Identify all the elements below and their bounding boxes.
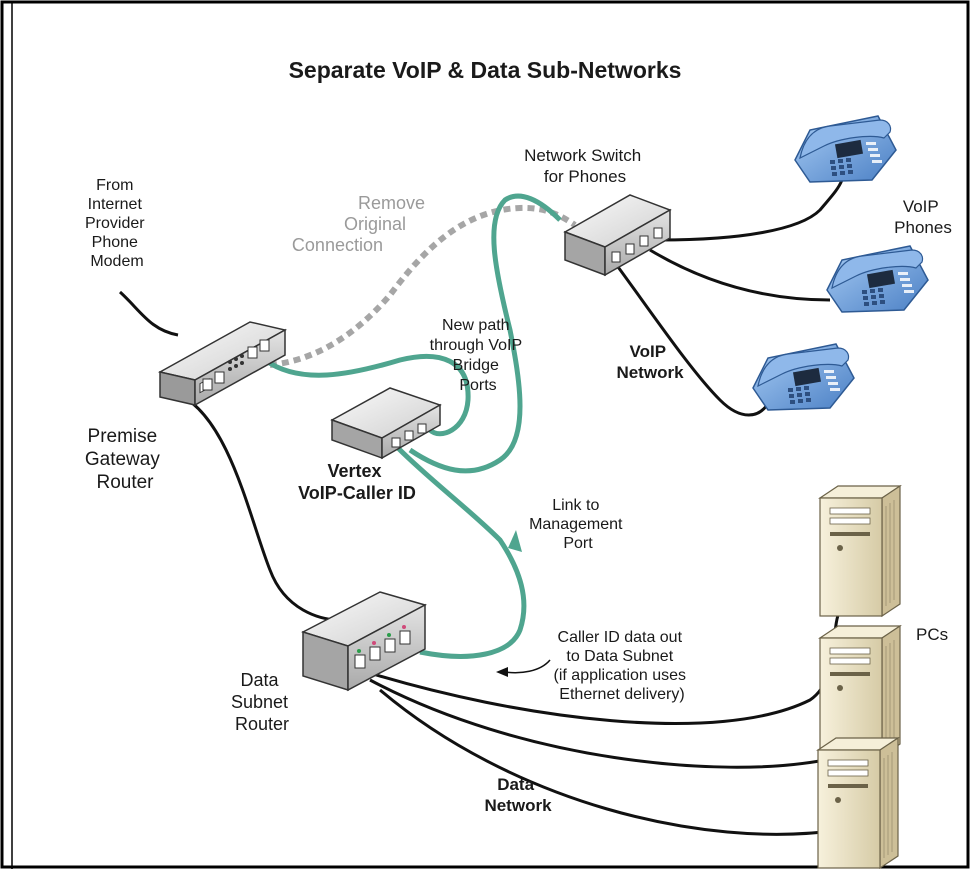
router-icon: [157, 321, 288, 407]
gateway-router-label: Premise Gateway Router: [85, 426, 165, 493]
switch-to-phone1-cable: [659, 179, 844, 242]
remove-connection-label: Remove Original Connection: [292, 193, 430, 255]
vertex-device-label: Vertex VoIP-Caller ID: [298, 461, 416, 503]
pcs-label: PCs: [916, 625, 948, 644]
gateway-to-data-router-cable: [179, 393, 341, 622]
switch-to-phone3-cable: [608, 255, 772, 417]
pc-tower-icon: [819, 485, 901, 617]
network-switch-label: Network Switch for Phones: [524, 146, 646, 186]
voip-network-label: VoIP Network: [616, 342, 684, 382]
removed-connection-path: [269, 204, 577, 368]
data-router-to-pc2-cable: [369, 678, 826, 769]
voip-phones-label: VoIP Phones: [894, 197, 952, 237]
new-path-label: New path through VoIP Bridge Ports: [430, 317, 527, 394]
caller-id-arrow: [504, 659, 551, 674]
data-router-icon: [301, 591, 427, 692]
new-path-gateway-to-vertex: [263, 353, 471, 437]
switch-icon: [563, 194, 672, 277]
switch-to-phone2-cable: [649, 248, 831, 302]
management-link-path: [396, 446, 527, 659]
diagram-title: Separate VoIP & Data Sub-Networks: [289, 57, 682, 83]
data-network-label: Data Network: [484, 775, 552, 815]
new-path-vertex-to-switch: [408, 193, 562, 474]
caller-id-out-label: Caller ID data out to Data Subnet (if ap…: [554, 629, 691, 703]
internet-uplink-cable: [118, 290, 179, 337]
green-paths: [263, 193, 562, 659]
management-link-arrowhead: [508, 530, 522, 552]
data-router-to-pc3-cable: [379, 688, 841, 836]
vertex-device-icon: [330, 387, 442, 460]
pc-tower-icon: [817, 737, 899, 869]
data-router-label: Data Subnet Router: [231, 670, 293, 734]
management-link-label: Link to Management Port: [529, 497, 627, 552]
pc-tower-icon: [819, 625, 901, 757]
internet-source-label: From Internet Provider Phone Modem: [85, 177, 149, 270]
